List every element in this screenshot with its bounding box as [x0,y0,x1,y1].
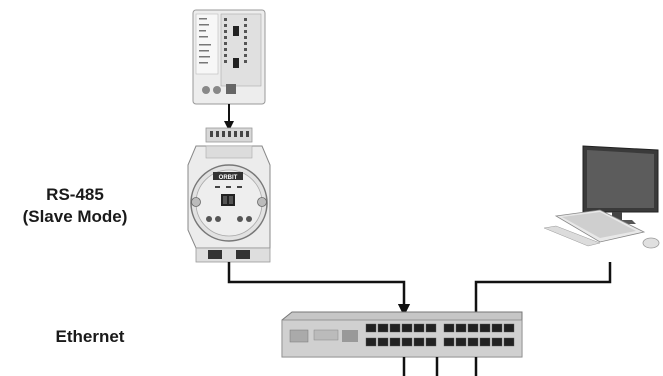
rs485-label-line2: (Slave Mode) [22,207,128,226]
rs485-converter-icon: ORBIT [187,127,271,263]
rs485-label-line1: RS-485 [46,185,104,204]
converter-brand-text: ORBIT [219,175,238,181]
rs485-label: RS-485 (Slave Mode) [0,184,150,228]
ethernet-label: Ethernet [55,327,125,346]
computer-workstation-icon [543,145,660,249]
ethernet-switch-icon [281,311,523,358]
plc-controller-icon [192,9,266,105]
